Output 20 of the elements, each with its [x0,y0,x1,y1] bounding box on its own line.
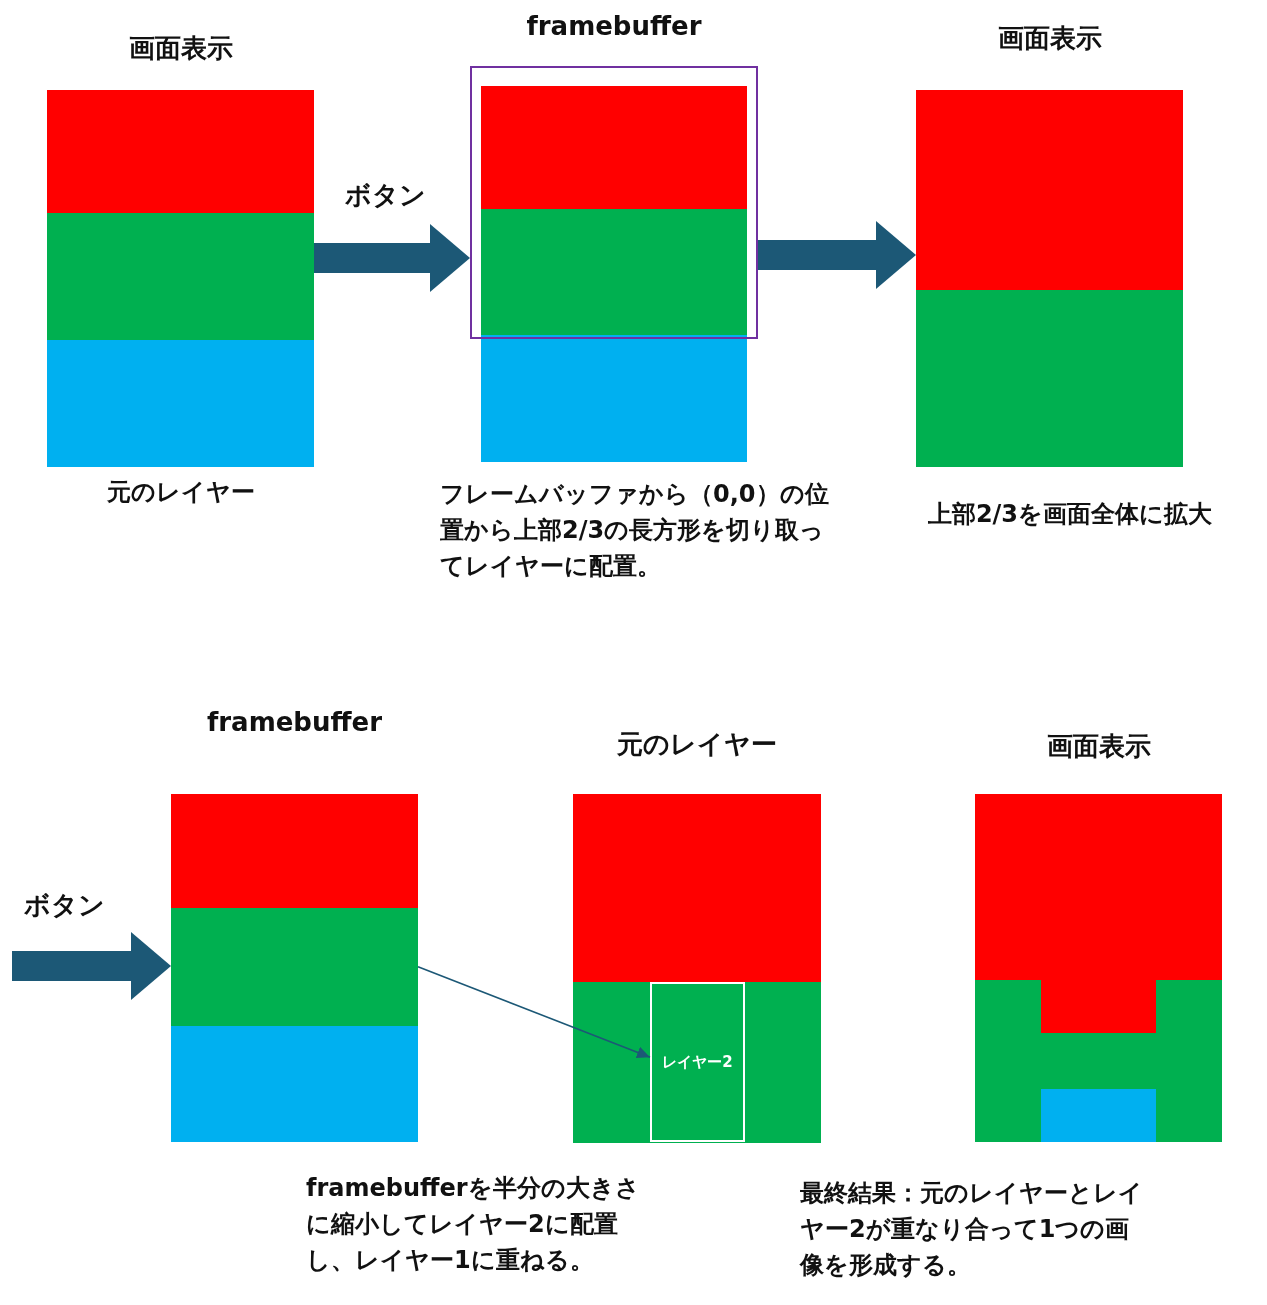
panel-heading: 画面表示 [996,22,1103,55]
panel-heading: 画面表示 [127,32,234,65]
caption-text: 最終結果：元のレイヤーとレイヤー2が重なり合って1つの画像を形成する。 [800,1178,1144,1281]
panel-heading: 画面表示 [1045,730,1152,763]
block-arrow [12,932,171,1000]
edge-label: ボタン [345,179,426,212]
caption-text: 上部2/3を画面全体に拡大 [926,499,1214,530]
inset-rectangle [1041,1089,1156,1142]
block-arrow [758,221,916,289]
panel-heading: framebuffer [525,10,703,43]
panel-heading: framebuffer [205,706,383,739]
caption-text: フレームバッファから（0,0）の位置から上部2/3の長方形を切り取ってレイヤーに配置。 [440,479,830,582]
caption-text: 元のレイヤー [105,477,256,508]
arrow [417,966,651,1059]
panel-heading: 元のレイヤー [616,728,778,761]
layer-box: レイヤー2 [650,982,745,1142]
caption-text: framebufferを半分の大きさに縮小してレイヤー2に配置し、レイヤー1に重ねる。 [306,1173,641,1276]
edge-label: ボタン [24,889,105,922]
inset-rectangle [1041,980,1156,1033]
block-arrow [314,224,470,292]
